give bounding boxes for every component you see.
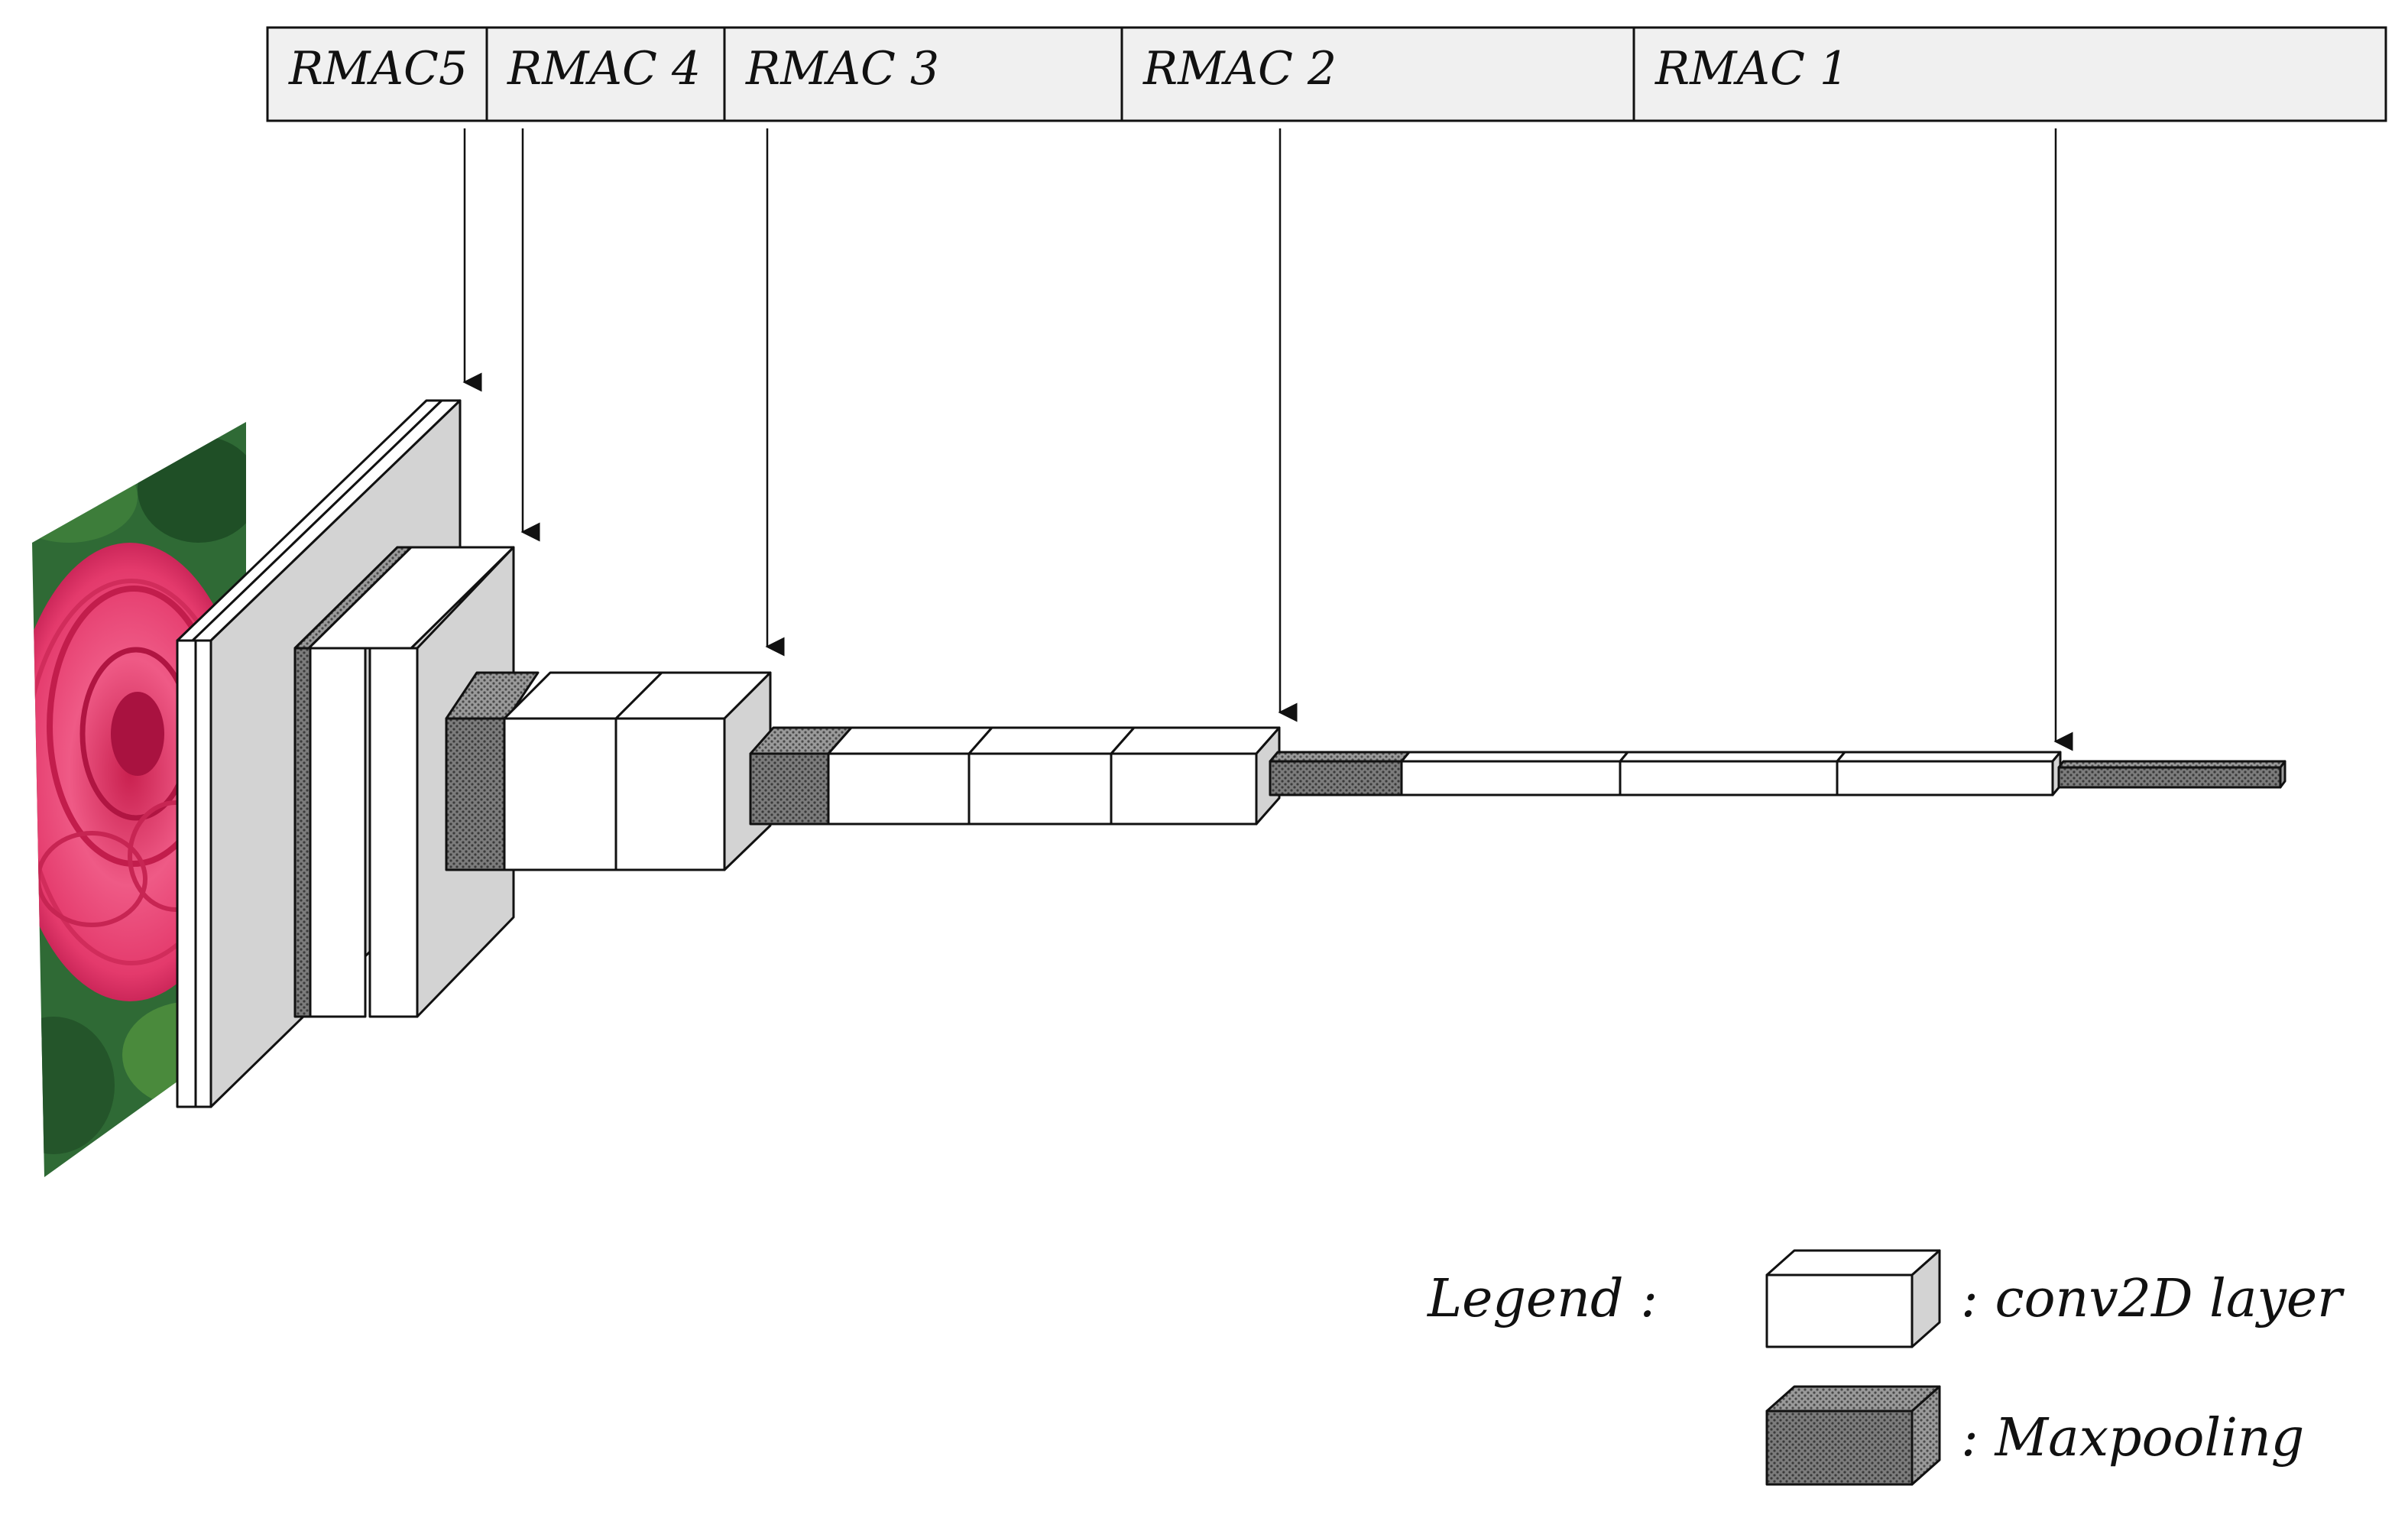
conv-layer — [614, 717, 726, 871]
legend-maxpool-label: : Maxpooling — [1961, 1408, 2304, 1468]
stage5-block — [1269, 751, 2286, 796]
maxpool-layer — [2057, 766, 2282, 789]
rmac5-label: RMAC5 — [288, 42, 468, 96]
maxpool-layer — [293, 647, 312, 1018]
rmac1-label: RMAC 1 — [1654, 42, 1849, 96]
conv-layer — [1400, 760, 1622, 796]
conv-layer — [368, 647, 419, 1018]
conv-layer — [1110, 752, 1258, 826]
maxpool-layer — [1269, 760, 1403, 796]
header-frame — [266, 26, 2387, 122]
conv-layer — [1836, 760, 2054, 796]
maxpool-layer — [749, 752, 830, 826]
rmac-header-bar: RMAC5 RMAC 4 RMAC 3 RMAC 2 RMAC 1 — [266, 26, 2387, 122]
stage4-block — [749, 726, 1281, 826]
legend-maxpool-swatch — [1765, 1385, 1941, 1486]
legend: Legend : : conv2D layer : Maxpooling — [1426, 1249, 2345, 1486]
conv-layer — [176, 639, 197, 1108]
legend-conv-swatch — [1765, 1249, 1941, 1348]
rmac-arrows — [462, 128, 2073, 751]
conv-layer — [194, 639, 212, 1108]
maxpool-layer — [445, 717, 509, 871]
conv-layer — [827, 752, 971, 826]
rmac4-label: RMAC 4 — [507, 42, 701, 96]
rmac2-label: RMAC 2 — [1142, 42, 1337, 96]
legend-conv-label: : conv2D layer — [1961, 1269, 2345, 1329]
stage2-block — [293, 546, 515, 1018]
legend-title: Legend : — [1426, 1269, 1658, 1329]
conv-layer — [1619, 760, 1839, 796]
stage3-block — [445, 671, 772, 871]
conv-layer — [309, 647, 367, 1018]
conv-layer — [967, 752, 1113, 826]
conv-layer — [503, 717, 617, 871]
rmac3-label: RMAC 3 — [745, 42, 939, 96]
